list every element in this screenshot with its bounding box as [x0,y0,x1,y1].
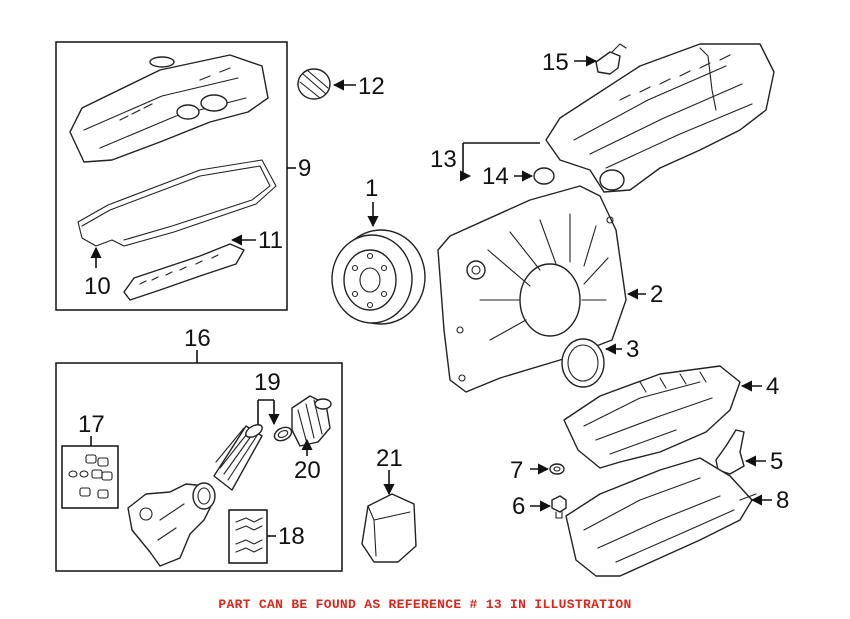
seal-kit-box [61,445,119,509]
callout-16: 16 [184,325,211,352]
oil-filter-element-part[interactable] [213,422,264,491]
callout-14: 14 [482,163,509,190]
callout-7: 7 [510,457,523,484]
module-part[interactable] [361,493,417,563]
valve-cover-group-box [55,41,288,311]
leader-19-bracket [257,399,274,424]
vibration-damper-part[interactable] [331,229,426,325]
lower-oil-pan-part[interactable] [565,457,757,577]
drain-plug-washer-part[interactable] [549,463,565,475]
callout-1: 1 [365,175,378,202]
oil-filler-cap-part[interactable] [297,68,331,100]
valve-cover-gasket-part[interactable] [77,159,277,247]
callout-3: 3 [626,336,639,363]
oil-filter-group-box [55,362,343,572]
seal-set-part[interactable] [228,509,268,564]
callout-18: 18 [278,523,305,550]
callout-8: 8 [776,487,789,514]
oil-level-sensor-part[interactable] [715,429,745,475]
valve-cover-part[interactable] [69,54,269,163]
callout-19: 19 [254,369,281,396]
callout-17: 17 [78,411,105,438]
seal-kit-part[interactable] [61,445,119,509]
callout-11: 11 [258,227,283,254]
spark-plug-tube-seal-part[interactable] [123,243,245,301]
oil-filter-o-ring-part[interactable] [272,425,293,443]
front-crankshaft-seal-part[interactable] [561,338,605,388]
callout-6: 6 [512,493,525,520]
callout-5: 5 [770,448,783,475]
callout-15: 15 [542,49,569,76]
callout-2: 2 [650,281,663,308]
callout-13: 13 [430,146,457,173]
callout-10: 10 [84,273,111,300]
intake-manifold-seal-part[interactable] [533,167,555,185]
sensor-part[interactable] [595,43,627,75]
footer-note: PART CAN BE FOUND AS REFERENCE # 13 IN I… [218,597,632,612]
drain-plug-part[interactable] [551,495,567,519]
callout-9: 9 [298,155,311,182]
callout-21: 21 [376,445,403,472]
callout-4: 4 [766,373,779,400]
leader-13-bracket [463,142,540,176]
oil-filter-cap-part[interactable] [291,395,332,447]
upper-oil-pan-part[interactable] [563,365,741,469]
callout-12: 12 [358,73,385,100]
oil-filter-housing-part[interactable] [127,482,216,567]
intake-manifold-part[interactable] [545,43,775,193]
callout-20: 20 [294,457,321,484]
